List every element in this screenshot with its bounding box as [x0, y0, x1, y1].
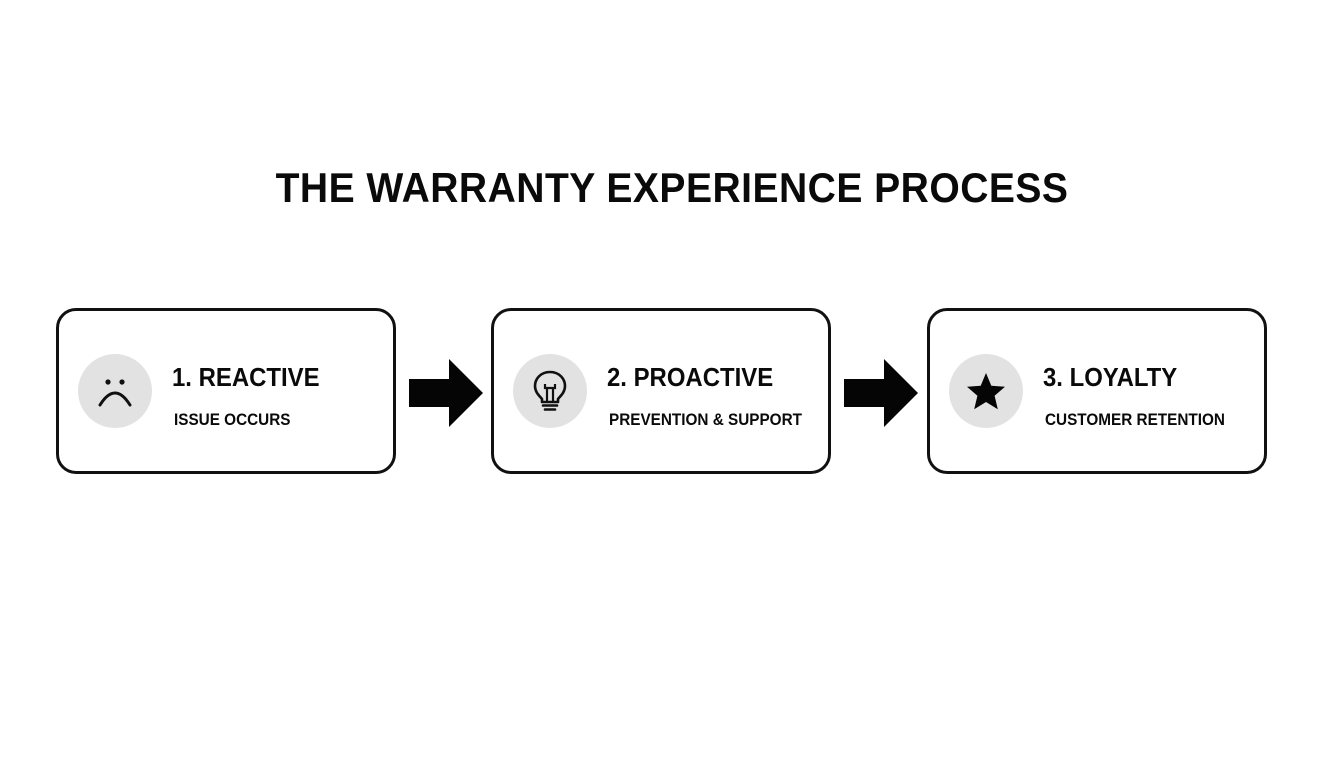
step-subtitle: PREVENTION & SUPPORT: [609, 410, 802, 429]
step-subtitle: CUSTOMER RETENTION: [1045, 410, 1225, 429]
lightbulb-icon: [533, 370, 567, 411]
step-card-loyalty: 3. LOYALTY CUSTOMER RETENTION: [927, 308, 1267, 474]
step-icon-badge: [949, 354, 1023, 428]
step-title: 3. LOYALTY: [1043, 362, 1178, 392]
diagram-title: THE WARRANTY EXPERIENCE PROCESS: [275, 164, 1069, 211]
sad-face-icon: [98, 379, 132, 407]
step-card-proactive: 2. PROACTIVE PREVENTION & SUPPORT: [491, 308, 831, 474]
step-card-reactive: 1. REACTIVE ISSUE OCCURS: [56, 308, 396, 474]
arrow-right-icon: [409, 359, 483, 427]
step-icon-badge: [513, 354, 587, 428]
step-subtitle: ISSUE OCCURS: [174, 410, 291, 429]
star-icon: [967, 373, 1005, 410]
step-title: 1. REACTIVE: [172, 362, 320, 392]
step-title: 2. PROACTIVE: [607, 362, 774, 392]
step-icon-badge: [78, 354, 152, 428]
arrow-right-icon: [844, 359, 918, 427]
